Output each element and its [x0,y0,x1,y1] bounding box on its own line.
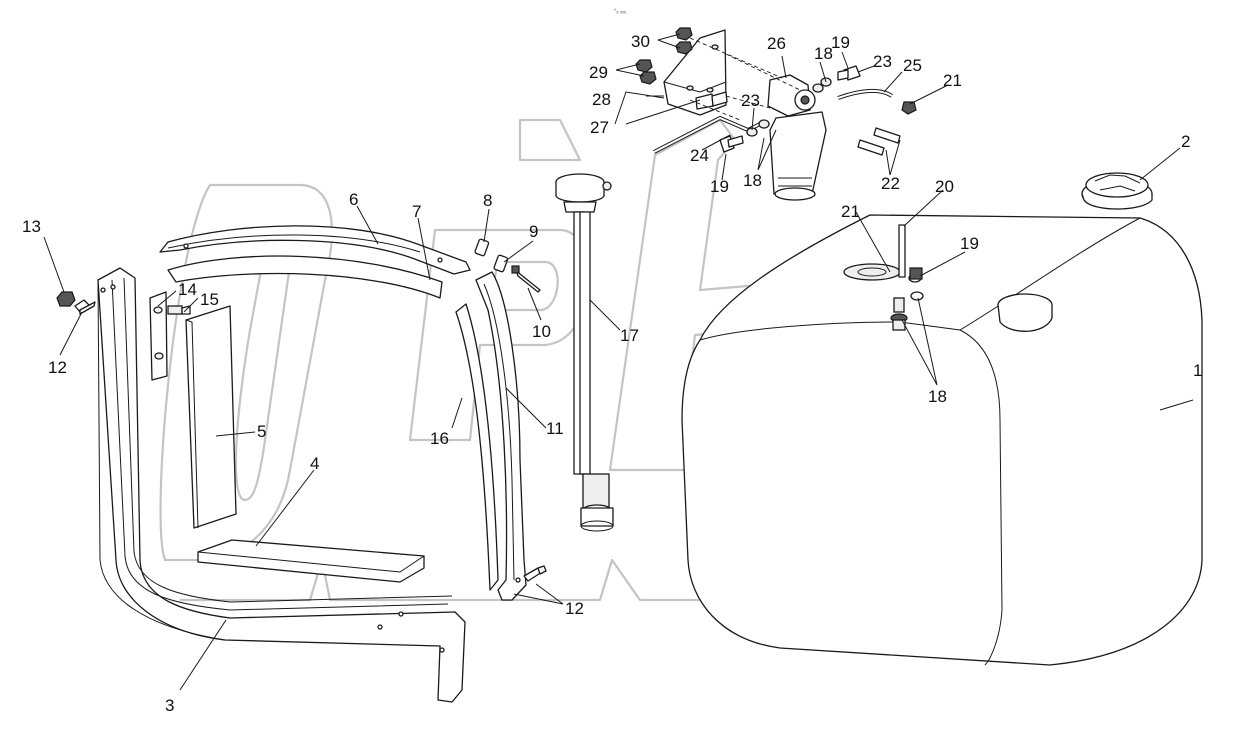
callout-18-filter: 18 [743,171,762,190]
fuel-pipe [653,115,761,154]
callout-24: 24 [690,146,709,165]
callout-18-top: 18 [814,44,833,63]
fuel-tank [681,214,1203,666]
callout-28: 28 [592,90,611,109]
callout-29: 29 [589,63,608,82]
assembly-lines [689,37,801,121]
strap-bolt [511,265,541,293]
strap-liner-top [167,255,443,299]
callout-14: 14 [178,280,197,299]
callout-4: 4 [310,454,319,473]
side-strap [475,271,527,601]
callout-19-top: 19 [831,33,850,52]
callout-30: 30 [631,32,650,51]
callout-26: 26 [767,34,786,53]
callout-22: 22 [881,174,900,193]
callout-labels: 1 2 3 4 5 6 7 8 9 10 11 12 12 13 14 15 1… [22,32,1202,715]
mounting-frame [97,267,466,703]
header-mark: °ₓ ₓₓₓ [614,9,626,15]
callout-17: 17 [620,326,639,345]
strap-liner-side [455,303,499,591]
callout-20: 20 [935,177,954,196]
filler-cap [1081,172,1153,210]
callout-21-top: 21 [943,71,962,90]
spacer-bushings [474,238,509,273]
callout-18-tank: 18 [928,387,947,406]
fuel-level-sender [555,173,614,532]
rubber-pad-vertical [185,305,237,529]
top-strap [159,225,471,275]
callout-21-tank: 21 [841,202,860,221]
callout-6: 6 [349,190,358,209]
callout-11: 11 [546,419,564,438]
callout-27: 27 [590,118,609,137]
leader-lines [43,33,1194,691]
callout-23-filter: 23 [741,91,760,110]
lower-fasteners [523,565,547,582]
callout-8: 8 [483,191,492,210]
callout-23-top: 23 [873,52,892,71]
callout-9: 9 [529,222,538,241]
tank-fitting [890,267,924,331]
callout-25: 25 [903,56,922,75]
callout-7: 7 [412,202,421,221]
callout-19-filter: 19 [710,177,729,196]
callout-5: 5 [257,422,266,441]
callout-13: 13 [22,217,41,236]
fuel-hose [837,89,894,100]
callout-15: 15 [200,290,219,309]
breather-tube [898,224,906,278]
fuel-filter [767,74,827,201]
callout-1: 1 [1193,361,1202,380]
callout-3: 3 [165,696,174,715]
pad-plate [149,291,168,381]
callout-2: 2 [1181,132,1190,151]
callout-12-left: 12 [48,358,67,377]
callout-12-bottom: 12 [565,599,584,618]
rubber-pad-horizontal [197,539,425,583]
callout-19-tank: 19 [960,234,979,253]
callout-10: 10 [532,322,551,341]
callout-16: 16 [430,429,449,448]
